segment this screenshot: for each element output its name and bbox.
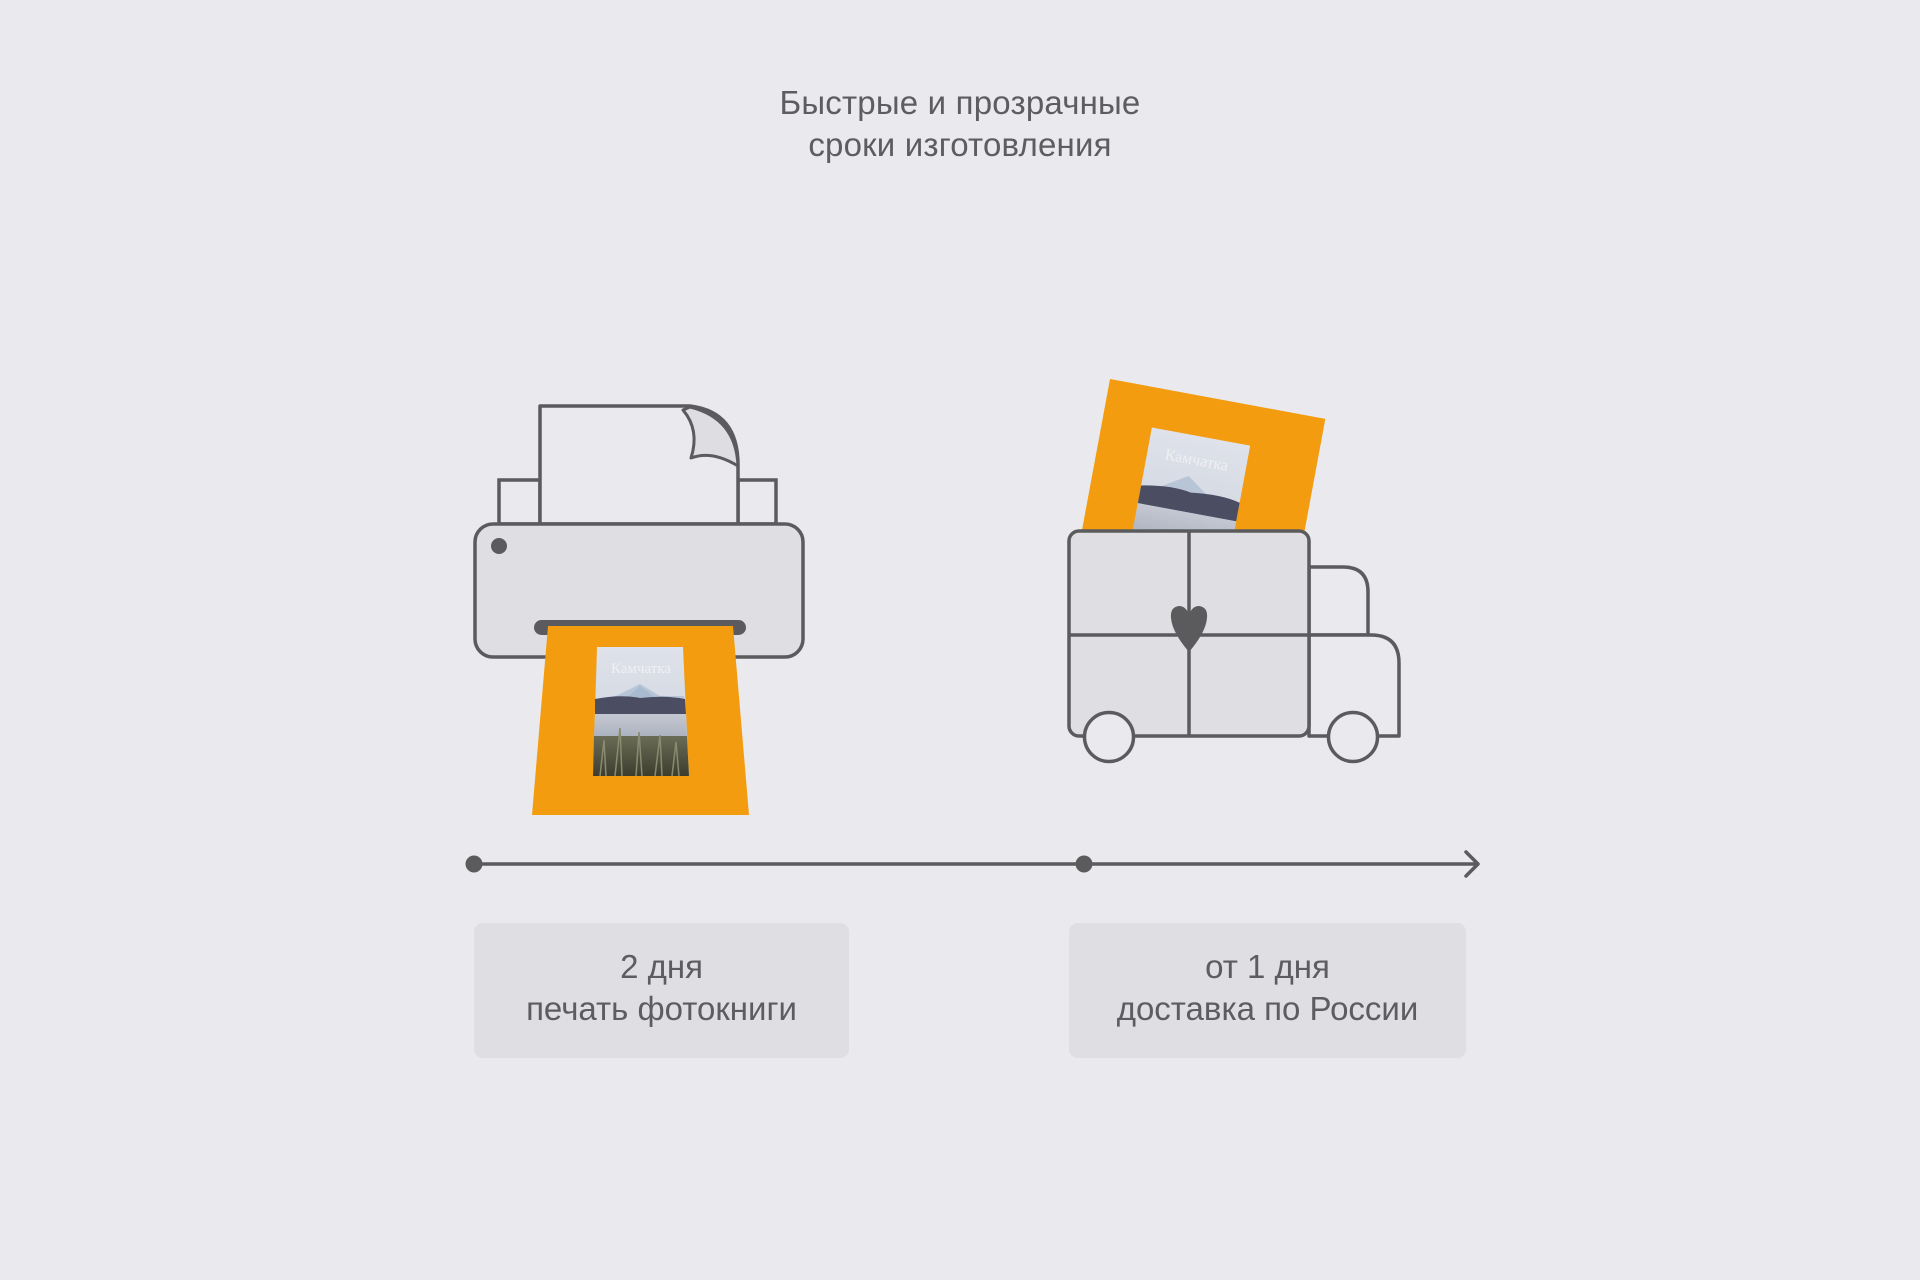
stage-print-duration: 2 дня [620, 948, 703, 985]
stage-delivery-description: доставка по России [1116, 990, 1419, 1027]
timeline [465, 850, 1480, 878]
wheel-rear [1082, 710, 1136, 764]
photobook-printed: Камчатка [532, 626, 749, 815]
page-title: Быстрые и прозрачные сроки изготовления [0, 82, 1920, 166]
photobook-cover-photo [593, 647, 689, 777]
title-line-1: Быстрые и прозрачные [779, 84, 1141, 121]
printer-indicator-dot [491, 538, 507, 554]
book-title-printed: Камчатка [611, 661, 671, 677]
printer-icon [473, 404, 805, 659]
photobook-delivered: Камчатка [1075, 378, 1326, 532]
delivery-truck-icon [1067, 529, 1401, 764]
timeline-point-delivery [1075, 855, 1093, 873]
paper-curl [681, 405, 740, 468]
heart-icon [1170, 606, 1208, 652]
arrow-right-icon [1464, 850, 1480, 878]
stage-print-description: печать фотокниги [526, 990, 797, 1027]
stage-print-label: 2 дня печать фотокниги [474, 923, 849, 1058]
photobook-cover-photo [1126, 427, 1251, 532]
wheel-front [1326, 710, 1380, 764]
stage-delivery-label: от 1 дня доставка по России [1069, 923, 1466, 1058]
stage-delivery-duration: от 1 дня [1205, 948, 1330, 985]
timeline-point-print [465, 855, 483, 873]
title-line-2: сроки изготовления [808, 126, 1112, 163]
